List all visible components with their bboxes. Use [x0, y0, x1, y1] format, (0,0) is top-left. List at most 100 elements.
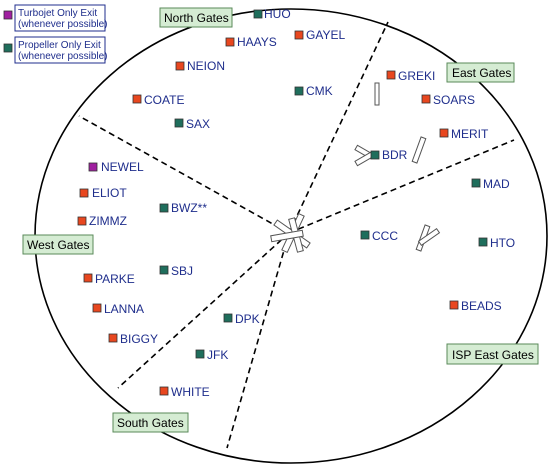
fix-marker	[225, 37, 235, 47]
fix-neion: NEION	[175, 59, 225, 73]
fix-ccc: CCC	[360, 229, 398, 243]
fix-gayel: GAYEL	[294, 28, 345, 42]
fix-marker	[294, 30, 304, 40]
fix-label: JFK	[207, 348, 228, 362]
fix-bwz: BWZ**	[159, 201, 207, 215]
fix-label: PARKE	[95, 272, 135, 286]
fix-marker	[175, 61, 185, 71]
svg-text:West Gates: West Gates	[27, 238, 89, 252]
fix-marker	[386, 70, 396, 80]
legend: Turbojet Only Exit (whenever possible) P…	[3, 4, 108, 64]
fix-marker	[159, 386, 169, 396]
fix-marker	[253, 9, 263, 19]
fix-lanna: LANNA	[92, 302, 144, 316]
fix-biggy: BIGGY	[108, 332, 158, 346]
fix-marker	[478, 237, 488, 247]
fix-marker	[79, 188, 89, 198]
divider-west-north	[78, 115, 290, 234]
fix-label: WHITE	[171, 385, 210, 399]
fix-bdr: BDR	[370, 148, 408, 162]
legend-item-turbojet: Turbojet Only Exit (whenever possible)	[3, 4, 108, 32]
fix-sbj: SBJ	[159, 264, 193, 278]
fix-greki: GREKI	[386, 69, 435, 83]
fix-marker	[195, 349, 205, 359]
fix-label: BDR	[382, 148, 408, 162]
gate-label-isp-east: ISP East Gates	[446, 343, 539, 365]
fix-marker	[360, 230, 370, 240]
fix-label: COATE	[144, 93, 184, 107]
fix-marker	[174, 118, 184, 128]
fix-label: ZIMMZ	[89, 214, 127, 228]
fix-hto: HTO	[478, 236, 515, 250]
central-runways-icon	[270, 212, 311, 254]
divider-north-east	[288, 21, 389, 234]
svg-text:North Gates: North Gates	[164, 11, 229, 25]
fix-label: SAX	[186, 117, 210, 131]
fix-label: GREKI	[398, 69, 435, 83]
fix-eliot: ELIOT	[79, 186, 127, 200]
fix-newel: NEWEL	[88, 160, 144, 174]
fix-label: GAYEL	[306, 28, 345, 42]
fix-label: HUO	[264, 7, 291, 21]
fix-label: BEADS	[461, 299, 502, 313]
gate-label-west: West Gates	[22, 234, 94, 255]
fix-white: WHITE	[159, 385, 210, 399]
fix-beads: BEADS	[449, 299, 502, 313]
fix-label: LANNA	[104, 302, 144, 316]
fix-marker	[159, 203, 169, 213]
fix-label: BWZ**	[171, 201, 207, 215]
fix-marker	[83, 273, 93, 283]
divider-south-west	[117, 232, 290, 389]
gate-label-east: East Gates	[446, 62, 515, 83]
legend-swatch-turbojet	[3, 10, 13, 20]
fix-sax: SAX	[174, 117, 210, 131]
fix-label: MERIT	[451, 127, 489, 141]
fix-marker	[88, 162, 98, 172]
fix-marker	[421, 94, 431, 104]
fix-jfk: JFK	[195, 348, 228, 362]
fix-label: BIGGY	[120, 332, 158, 346]
fix-marker	[370, 150, 380, 160]
fix-marker	[77, 216, 87, 226]
legend-turbojet-line1: Turbojet Only Exit	[18, 8, 97, 19]
fix-label: ELIOT	[92, 186, 127, 200]
fix-label: MAD	[483, 177, 510, 191]
fix-huo: HUO	[253, 7, 291, 21]
fix-mad: MAD	[471, 177, 510, 191]
legend-propeller-line2: (whenever possible)	[18, 51, 108, 62]
fix-marker	[108, 333, 118, 343]
fix-cmk: CMK	[294, 84, 333, 98]
fix-coate: COATE	[132, 93, 184, 107]
fix-dpk: DPK	[223, 312, 260, 326]
fix-label: HAAYS	[237, 35, 277, 49]
sector-dividers	[78, 21, 515, 449]
fix-marker	[471, 178, 481, 188]
fix-marker	[92, 303, 102, 313]
legend-box-propeller	[14, 36, 106, 64]
fix-marker	[449, 300, 459, 310]
divider-isp-south	[226, 232, 290, 449]
fix-label: SOARS	[433, 93, 475, 107]
legend-swatch-propeller	[3, 43, 13, 53]
fix-label: DPK	[235, 312, 260, 326]
legend-turbojet-line2: (whenever possible)	[18, 19, 108, 30]
fix-label: NEION	[187, 59, 225, 73]
svg-text:ISP East Gates: ISP East Gates	[452, 348, 534, 362]
fix-parke: PARKE	[83, 272, 135, 286]
fix-zimmz: ZIMMZ	[77, 214, 127, 228]
legend-propeller-line1: Propeller Only Exit	[18, 40, 101, 51]
fix-haays: HAAYS	[225, 35, 277, 49]
fix-marker	[223, 313, 233, 323]
runway-icon-ccc	[415, 224, 441, 252]
legend-box-turbojet	[14, 4, 106, 32]
fix-merit: MERIT	[439, 127, 489, 141]
svg-text:East Gates: East Gates	[452, 66, 511, 80]
fix-label: SBJ	[171, 264, 193, 278]
fix-label: HTO	[490, 236, 515, 250]
fix-marker	[294, 86, 304, 96]
gate-label-north: North Gates	[159, 7, 233, 28]
fix-marker	[439, 128, 449, 138]
fix-label: NEWEL	[101, 160, 144, 174]
runway-icon-east-single	[374, 82, 380, 106]
